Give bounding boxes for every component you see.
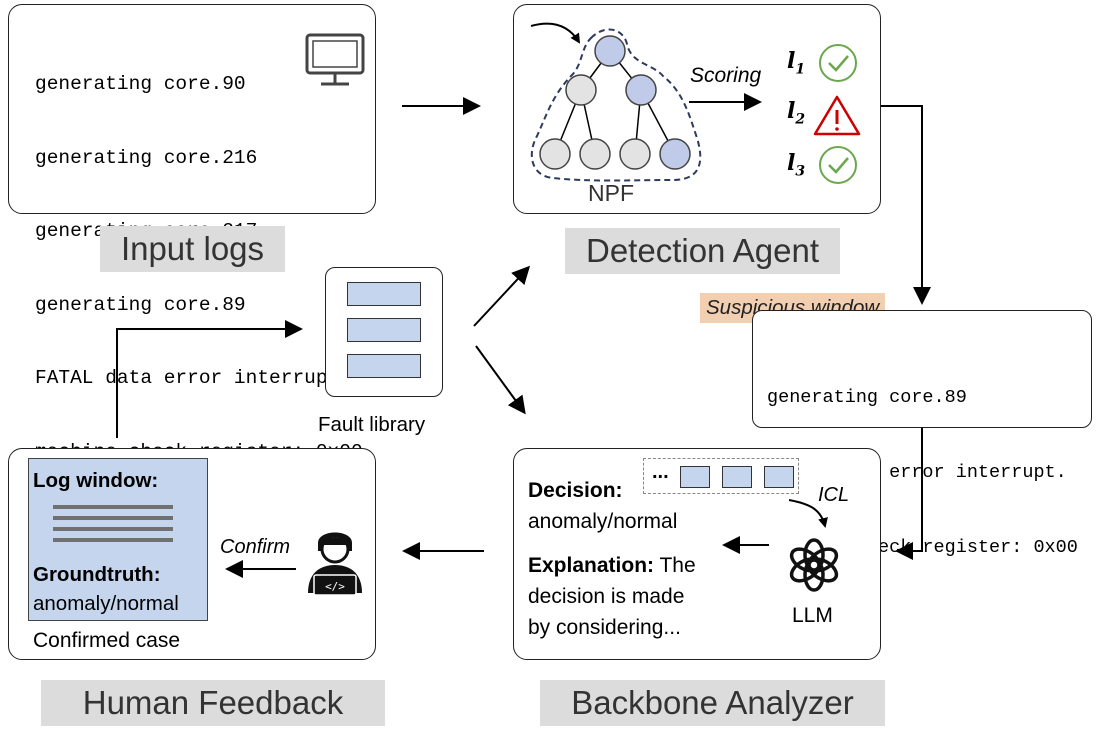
monitor-icon	[305, 33, 365, 86]
tree-node-leaf	[659, 138, 691, 170]
warning-icon	[813, 95, 861, 136]
log-window-line	[53, 538, 173, 542]
score-name: l	[787, 150, 796, 176]
arrow-detection-to-suspicious	[880, 105, 931, 305]
fault-library-box	[325, 267, 443, 397]
decision-value: anomaly/normal	[528, 510, 678, 533]
score-sub: 2	[795, 111, 806, 128]
detection-agent-label: Detection Agent	[565, 228, 840, 274]
input-logs-label: Input logs	[100, 226, 285, 272]
npf-tree-diagram	[530, 22, 861, 184]
suspicious-window-box: generating core.89 FATAL data error inte…	[752, 310, 1092, 558]
example-card	[680, 466, 710, 488]
scoring-label: Scoring	[690, 64, 762, 87]
fault-entry	[347, 282, 421, 306]
arrow-human-to-fault-library	[116, 320, 303, 438]
icl-label: ICL	[818, 484, 850, 506]
llm-label: LLM	[792, 604, 833, 627]
examples-ellipsis: ...	[652, 461, 669, 483]
developer-person-icon: </>	[308, 532, 362, 596]
arrow-suspicious-to-backbone	[895, 428, 923, 560]
log-line: generating core.90	[35, 73, 246, 95]
log-window-line	[53, 505, 173, 509]
npf-dashed-outline	[530, 28, 702, 182]
tree-node-leaf	[619, 138, 651, 170]
fault-entry	[347, 318, 421, 342]
score-sub: 1	[795, 61, 806, 78]
backbone-analyzer-label: Backbone Analyzer	[540, 680, 885, 726]
score-l1: l1	[787, 48, 805, 77]
log-line: generating core.216	[35, 146, 258, 169]
confirmed-case-label: Confirmed case	[33, 629, 181, 652]
input-logs-box: generating core.90 generating core.216 g…	[8, 4, 376, 536]
explanation-text: The	[659, 554, 696, 577]
svg-text:</>: </>	[325, 580, 345, 593]
fault-library-label: Fault library	[318, 413, 426, 436]
explanation-block: Explanation: The decision is made by con…	[528, 550, 696, 643]
score-l3: l3	[787, 150, 805, 179]
tree-node-root	[594, 35, 626, 67]
explanation-title: Explanation:	[528, 554, 655, 577]
llm-icon	[789, 538, 839, 592]
icl-examples: ...	[643, 458, 799, 494]
score-name: l	[787, 98, 796, 124]
arrow-fault-to-backbone	[475, 345, 526, 415]
incoming-arrow	[530, 22, 581, 44]
log-window-line	[53, 516, 173, 520]
confirm-label: Confirm	[220, 536, 291, 558]
tree-node-leaf	[579, 138, 611, 170]
tree-node	[625, 74, 657, 106]
log-line: FATAL data error interrupt.	[35, 367, 351, 389]
log-line: generating core.89	[767, 387, 967, 408]
explanation-text: decision is made	[528, 585, 685, 608]
score-l2: l2	[787, 98, 805, 127]
groundtruth-title: Groundtruth:	[33, 563, 161, 586]
confirm-arrow-graphic	[225, 560, 296, 578]
arrow-fault-to-detection	[473, 265, 531, 327]
score-name: l	[787, 48, 796, 74]
log-window-title: Log window:	[33, 469, 159, 492]
confirmed-case-card: Log window: Groundtruth: anomaly/normal	[28, 458, 208, 621]
tree-node-leaf	[539, 138, 571, 170]
fault-entry	[347, 354, 421, 378]
npf-label: NPF	[588, 180, 634, 206]
score-sub: 3	[795, 163, 806, 180]
check-icon	[819, 146, 857, 184]
log-window-line	[53, 527, 173, 531]
example-card	[764, 466, 794, 488]
groundtruth-value: anomaly/normal	[33, 592, 179, 615]
explanation-text: by considering...	[528, 616, 681, 639]
example-card	[722, 466, 752, 488]
tree-node	[565, 74, 597, 106]
log-line: generating core.89	[35, 293, 246, 316]
human-feedback-label: Human Feedback	[41, 680, 385, 726]
check-icon	[819, 44, 857, 82]
icl-arrow	[788, 499, 828, 528]
decision-title: Decision:	[528, 479, 623, 502]
backbone-graphics	[722, 499, 839, 592]
